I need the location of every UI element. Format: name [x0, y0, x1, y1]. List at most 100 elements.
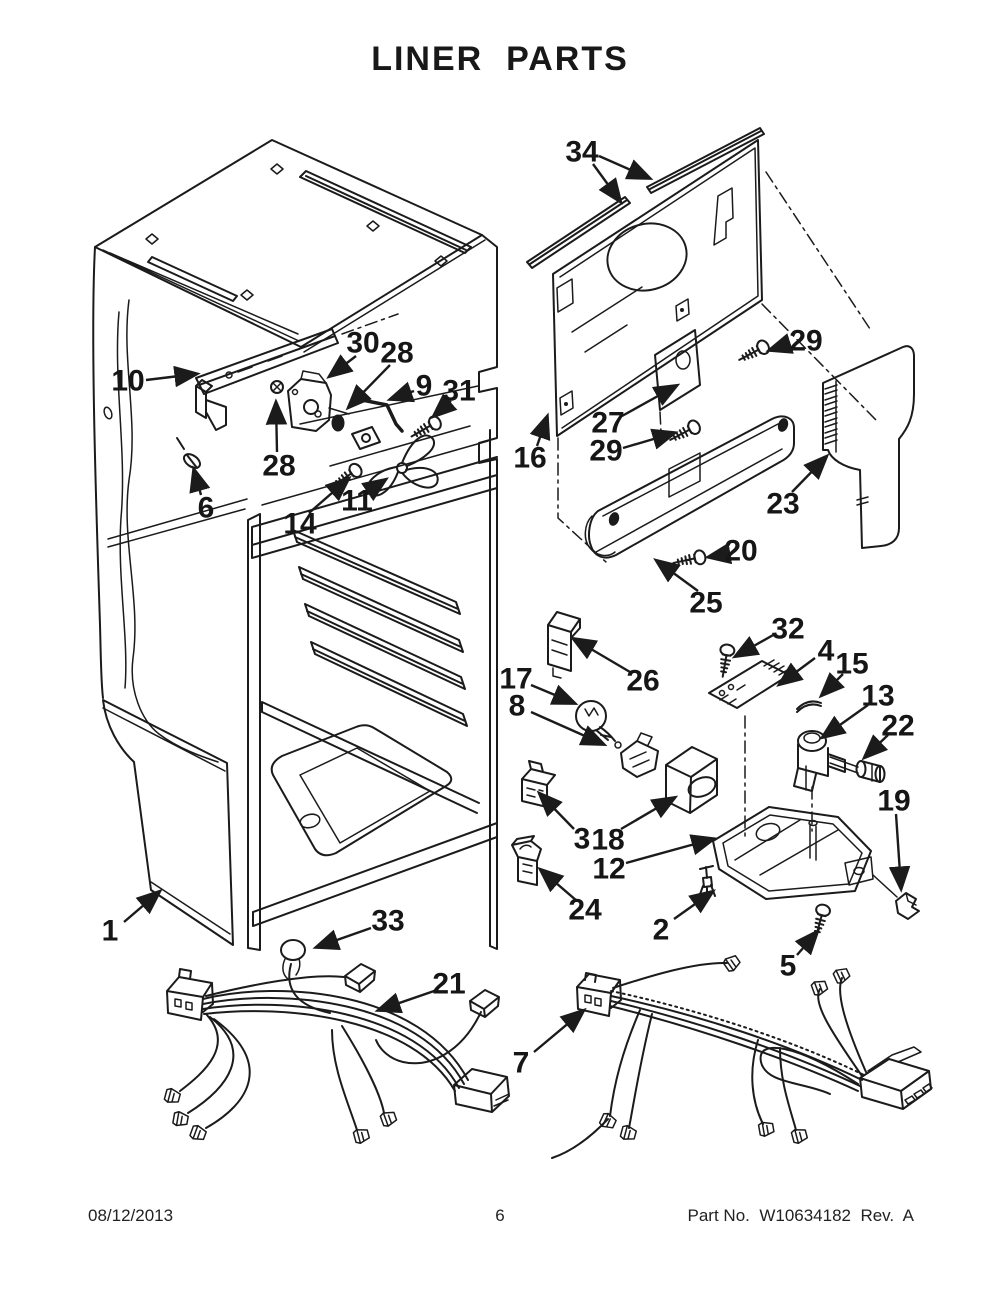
- part-label-28: 28: [262, 450, 295, 483]
- callout-arrow-16: [529, 412, 551, 447]
- part-label-30: 30: [346, 327, 379, 360]
- part-11-fan-blade-art: [366, 434, 439, 497]
- part-5-screw-art: [808, 902, 833, 940]
- part-label-3: 3: [574, 823, 591, 856]
- callout-arrow-11: [361, 477, 389, 502]
- part-label-13: 13: [861, 680, 894, 713]
- footer-page-number: 6: [495, 1206, 505, 1225]
- part-label-26: 26: [626, 665, 659, 698]
- part-23-cover-art: [822, 345, 915, 549]
- part-label-27: 27: [591, 407, 624, 440]
- part-28-thumbscrew-art: [270, 380, 284, 394]
- wire-harness-7-art: [551, 952, 933, 1159]
- callout-arrow-10: [145, 365, 201, 388]
- part-label-15: 15: [835, 648, 868, 681]
- callout-arrow-17: [530, 683, 579, 705]
- part-label-18: 18: [591, 824, 624, 857]
- callout-arrow-28: [345, 364, 391, 411]
- callout-arrow-31: [430, 393, 458, 420]
- part-label-1: 1: [102, 915, 119, 948]
- part-6-fastener-art: [176, 437, 202, 469]
- part-label-21: 21: [432, 968, 465, 1001]
- shelf-rails-art: [292, 529, 468, 727]
- refrigerator-liner-art: [92, 139, 498, 951]
- part-label-25: 25: [689, 587, 722, 620]
- part-label-8: 8: [509, 690, 526, 723]
- callout-arrow-19: [888, 813, 911, 893]
- page-title: LINER PARTS: [371, 40, 629, 78]
- callout-arrow-18: [620, 795, 679, 831]
- callout-arrow-1: [123, 888, 163, 923]
- part-10-bracket-art: [195, 313, 399, 431]
- part-label-32: 32: [771, 613, 804, 646]
- part-9-bracket-art: [351, 398, 404, 450]
- part-label-33: 33: [371, 905, 404, 938]
- part-label-6: 6: [198, 492, 215, 525]
- callout-arrow-34: [598, 154, 654, 180]
- evaporator-fan-motor-art: [287, 370, 350, 432]
- callout-arrow-5: [794, 928, 821, 956]
- part-29-screw-a-art: [734, 337, 773, 368]
- callout-arrow-15: [818, 672, 845, 699]
- callout-arrow-3: [536, 790, 575, 830]
- part-label-5: 5: [780, 950, 797, 983]
- part-26-box-art: [547, 611, 581, 679]
- part-label-14: 14: [283, 508, 317, 541]
- part-label-12: 12: [592, 853, 625, 886]
- part-13-thermostat-art: [793, 730, 859, 792]
- part-label-23: 23: [766, 488, 799, 521]
- part-label-11: 11: [341, 485, 373, 518]
- part-3-box-art: [521, 760, 556, 808]
- part-label-28: 28: [380, 337, 413, 370]
- part-label-19: 19: [877, 785, 910, 818]
- callout-arrow-13: [819, 704, 869, 740]
- part-label-16: 16: [513, 442, 546, 475]
- callout-arrow-29: [622, 428, 679, 450]
- part-2-fastener-art: [698, 865, 716, 899]
- callout-arrow-4: [776, 657, 816, 687]
- callout-arrow-6: [189, 465, 211, 496]
- part-18-lamp-housing-art: [665, 746, 718, 814]
- callout-arrow-7: [533, 1007, 587, 1053]
- rear-panel-art: [526, 127, 877, 563]
- part-19-clip-art: [895, 892, 920, 920]
- callout-arrow-8: [530, 710, 608, 746]
- callout-arrow-29: [765, 333, 794, 354]
- part-8-socket-art: [620, 732, 659, 778]
- part-label-9: 9: [416, 370, 433, 403]
- callout-arrow-12: [625, 834, 718, 865]
- part-24-switch-art: [511, 835, 542, 886]
- callout-arrow-26: [569, 636, 631, 674]
- trim-strip-34a-art: [526, 196, 631, 269]
- wire-harness-21-art: [163, 939, 510, 1145]
- part-label-7: 7: [513, 1047, 530, 1080]
- callout-arrow-24: [537, 866, 578, 902]
- part-15-clip-art: [796, 700, 822, 713]
- callout-arrow-25: [653, 558, 699, 592]
- part-label-31: 31: [442, 375, 475, 408]
- callout-arrow-22: [861, 734, 889, 761]
- part-label-20: 20: [724, 535, 757, 568]
- callout-arrow-23: [791, 453, 830, 493]
- callout-arrow-34: [592, 163, 623, 205]
- part-label-34: 34: [565, 136, 599, 169]
- part-25-deflector-art: [584, 415, 795, 559]
- part-32-screw-art: [714, 642, 737, 679]
- part-label-17: 17: [499, 663, 532, 696]
- callout-arrow-2: [673, 889, 716, 920]
- part-label-24: 24: [568, 894, 602, 927]
- part-label-29: 29: [589, 435, 622, 468]
- alignment-lines: [744, 715, 813, 837]
- part-22-knob-shaft-art: [855, 760, 886, 783]
- trim-strip-34b-art: [646, 127, 765, 194]
- part-20-screw-art: [670, 548, 708, 571]
- part-33-grommet-art: [280, 939, 306, 980]
- part-12-pan-art: [712, 806, 898, 900]
- footer-date: 08/12/2013: [88, 1206, 174, 1225]
- part-label-10: 10: [111, 365, 144, 398]
- callout-arrow-20: [704, 542, 733, 565]
- footer-part-number: Part No. W10634182 Rev. A: [687, 1206, 914, 1225]
